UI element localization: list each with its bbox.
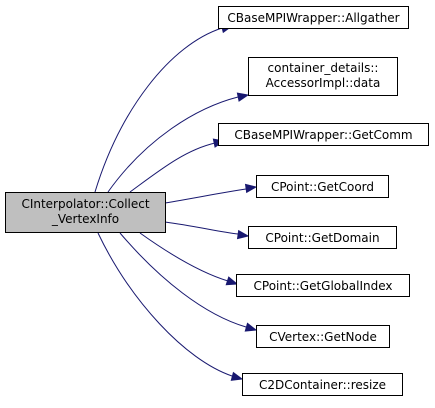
call-edge-getcoord xyxy=(164,188,247,204)
call-edge-getglobalindex xyxy=(139,232,229,282)
call-edge-allgather xyxy=(94,27,223,193)
root-node-box xyxy=(5,192,166,233)
callee-node-label-line1: container_details:: xyxy=(268,61,379,75)
callee-node-box xyxy=(218,123,429,146)
root-node-label-line1: CInterpolator::Collect xyxy=(21,197,149,211)
call-edge-getcomm xyxy=(129,142,216,193)
callee-node-allgather[interactable]: CBaseMPIWrapper::Allgather xyxy=(218,6,409,29)
callee-node-accessor-data[interactable]: container_details:: AccessorImpl::data xyxy=(248,57,398,96)
arrowhead-getcoord xyxy=(244,183,258,194)
callee-node-label: C2DContainer::resize xyxy=(259,378,386,392)
callee-node-label-line2: AccessorImpl::data xyxy=(266,76,381,90)
call-edge-accessor-data xyxy=(107,96,239,193)
callee-node-box xyxy=(218,6,409,29)
arrowhead-getnode xyxy=(244,322,258,332)
arrowhead-getdomain xyxy=(236,229,250,240)
callee-node-box xyxy=(256,325,390,348)
callee-node-box xyxy=(248,226,397,249)
call-edge-resize xyxy=(97,232,233,377)
callee-node-getdomain[interactable]: CPoint::GetDomain xyxy=(248,226,397,249)
root-node-label-line2: _VertexInfo xyxy=(51,212,119,226)
callee-node-label: CBaseMPIWrapper::Allgather xyxy=(227,11,399,25)
callee-node-label: CBaseMPIWrapper::GetComm xyxy=(234,128,412,142)
callee-node-getcomm[interactable]: CBaseMPIWrapper::GetComm xyxy=(218,123,429,146)
callee-node-box xyxy=(248,57,398,96)
callee-node-box xyxy=(242,373,403,396)
callee-node-box xyxy=(236,274,410,297)
callee-node-label: CPoint::GetCoord xyxy=(271,180,374,194)
arrowhead-resize xyxy=(230,371,244,381)
arrowhead-accessor-data xyxy=(236,92,250,102)
root-node[interactable]: CInterpolator::Collect _VertexInfo xyxy=(5,192,166,233)
callee-node-getnode[interactable]: CVertex::GetNode xyxy=(256,325,390,348)
callee-node-box xyxy=(256,175,389,198)
arrowhead-getglobalindex xyxy=(225,276,239,286)
callee-node-getcoord[interactable]: CPoint::GetCoord xyxy=(256,175,389,198)
callee-node-resize[interactable]: C2DContainer::resize xyxy=(242,373,403,396)
call-edges xyxy=(94,23,258,381)
callee-node-label: CPoint::GetGlobalIndex xyxy=(254,279,393,293)
callee-node-getglobalindex[interactable]: CPoint::GetGlobalIndex xyxy=(236,274,410,297)
call-edge-getdomain xyxy=(164,221,239,235)
call-edge-getnode xyxy=(119,232,247,328)
callee-node-label: CVertex::GetNode xyxy=(269,330,377,344)
callee-node-label: CPoint::GetDomain xyxy=(265,231,379,245)
